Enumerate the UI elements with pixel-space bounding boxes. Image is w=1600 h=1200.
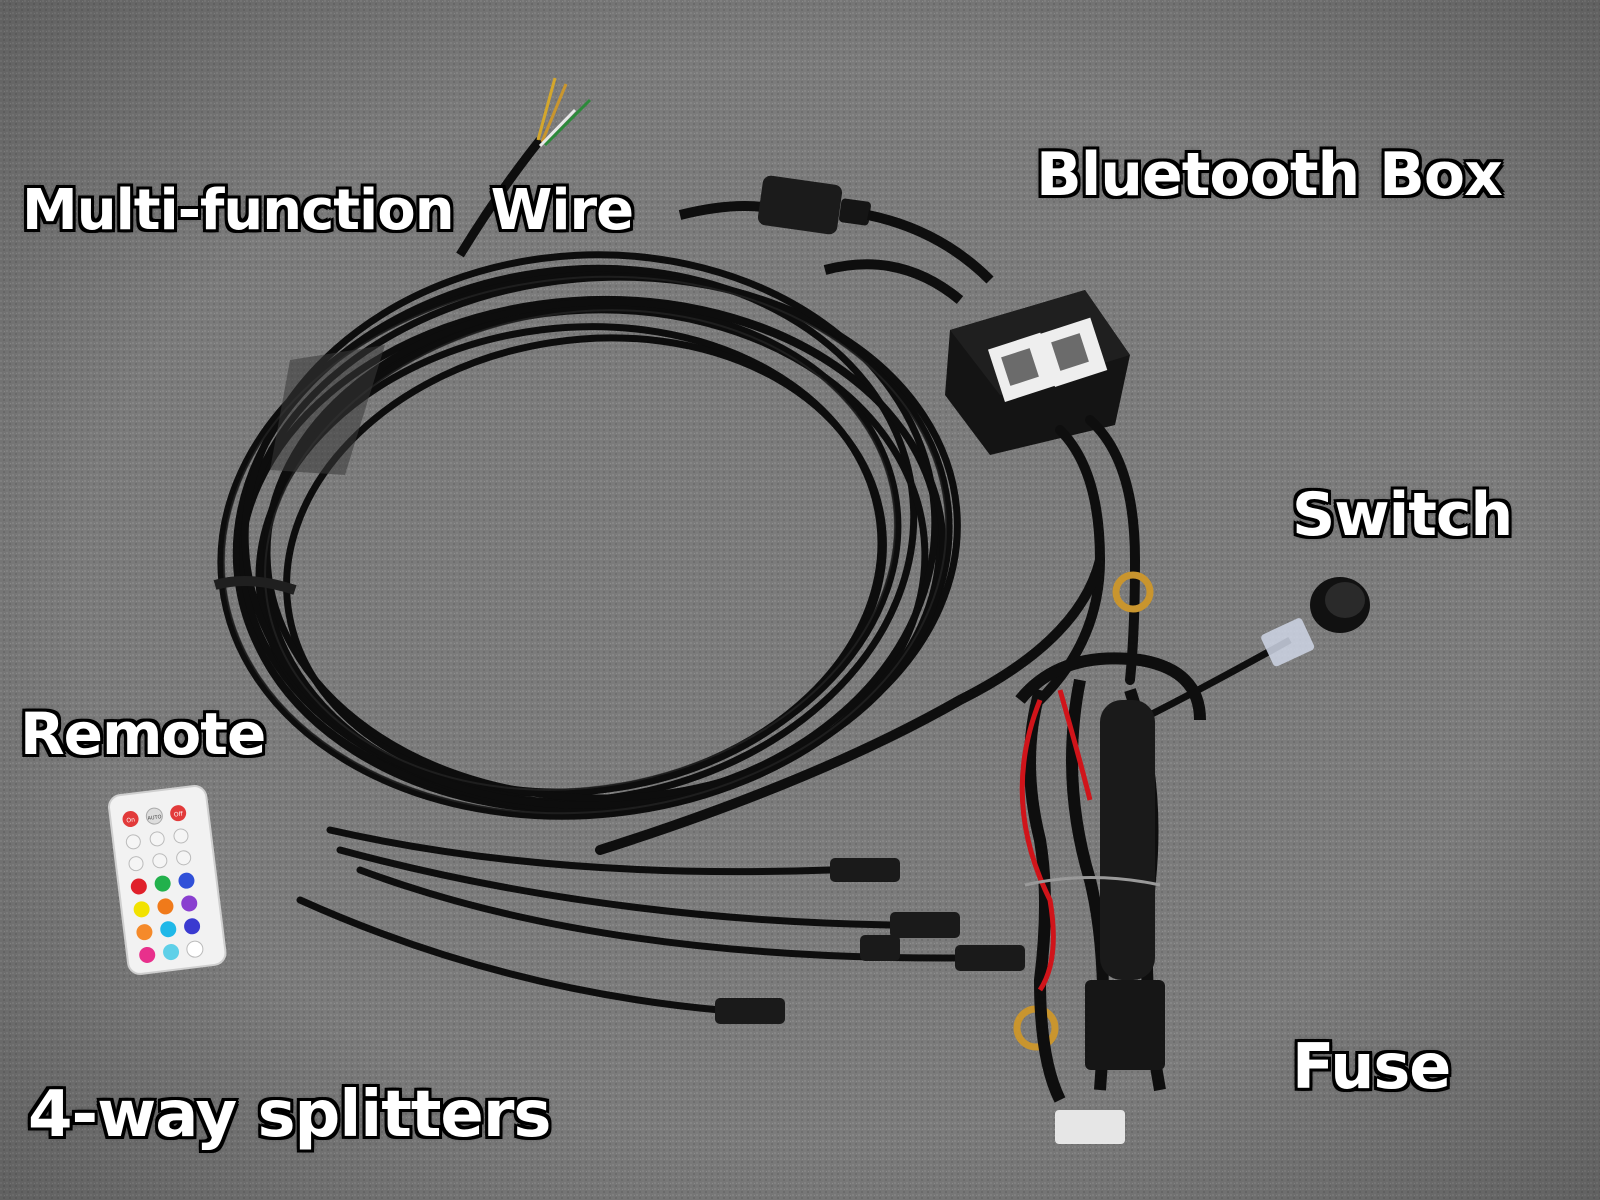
tape-wrap bbox=[270, 345, 385, 475]
remote-on-label: On bbox=[126, 816, 136, 824]
qr-code-sticker bbox=[987, 317, 1108, 402]
switch-device bbox=[1138, 577, 1370, 724]
switch-label: Switch bbox=[1291, 479, 1514, 551]
four-way-splitters-label: 4-way splitters bbox=[27, 1077, 552, 1153]
ring-terminal-top bbox=[1112, 571, 1154, 613]
fuse-label: Fuse bbox=[1291, 1029, 1452, 1104]
remote-off-label: Off bbox=[174, 811, 185, 819]
splitter-connectors bbox=[715, 858, 1025, 1024]
white-plug bbox=[1055, 1110, 1125, 1144]
remote-label: Remote bbox=[19, 699, 267, 769]
bluetooth-box-label: Bluetooth Box bbox=[1035, 139, 1504, 211]
multi-function-wire-label: Multi-function Wire bbox=[21, 177, 635, 244]
remote-auto-label: AUTO bbox=[147, 814, 162, 822]
bluetooth-box-device bbox=[945, 290, 1130, 455]
main-connector bbox=[678, 175, 994, 304]
fuse-harness bbox=[1015, 652, 1206, 1144]
multi-function-wire bbox=[456, 77, 592, 258]
remote-control: On AUTO Off bbox=[108, 785, 227, 975]
